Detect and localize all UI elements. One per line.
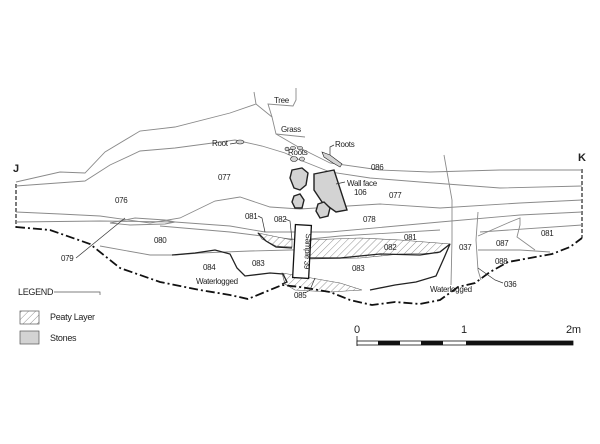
- section-end-label-k: K: [578, 152, 586, 164]
- section-end-label-j: J: [13, 163, 19, 175]
- label-grass: Grass: [281, 125, 301, 134]
- label-079: 079: [61, 254, 74, 263]
- scale-tick-2m: 2m: [566, 324, 581, 336]
- label-tree: Tree: [274, 96, 290, 105]
- sample-39-label: Sample 39: [302, 233, 313, 270]
- label-082-left: 082: [274, 215, 287, 224]
- scale-tick-1: 1: [461, 324, 467, 336]
- label-086: 086: [371, 163, 384, 172]
- label-083-right: 083: [352, 264, 365, 273]
- label-081-left: 081: [245, 212, 258, 221]
- legend: LEGEND Peaty Layer Stones: [18, 287, 101, 345]
- label-081-right: 081: [541, 229, 554, 238]
- stones: [235, 139, 348, 219]
- legend-swatch-peaty: [19, 310, 40, 325]
- label-084: 084: [203, 263, 216, 272]
- scale-tick-0: 0: [354, 324, 360, 336]
- label-077-right: 077: [389, 191, 402, 200]
- label-wall-face: Wall face: [347, 179, 378, 188]
- legend-swatch-stones: [19, 330, 40, 345]
- label-083-left: 083: [252, 259, 265, 268]
- label-088: 088: [495, 257, 508, 266]
- label-roots-left: Roots: [288, 148, 308, 157]
- label-078: 078: [363, 215, 376, 224]
- legend-label-stones: Stones: [50, 333, 77, 343]
- label-081-mid: 081: [404, 233, 417, 242]
- label-076: 076: [115, 196, 128, 205]
- label-037: 037: [459, 243, 472, 252]
- label-036: 036: [504, 280, 517, 289]
- label-080: 080: [154, 236, 167, 245]
- sample-39-box: Sample 39: [291, 223, 313, 280]
- cut-boundaries: [171, 232, 451, 291]
- label-082-mid: 082: [384, 243, 397, 252]
- label-085: 085: [294, 291, 307, 300]
- label-root: Root: [212, 139, 229, 148]
- leader-lines: [75, 142, 504, 294]
- label-077-left: 077: [218, 173, 231, 182]
- peaty-layer-082: [305, 237, 451, 260]
- label-waterlogged-left: Waterlogged: [196, 277, 238, 286]
- scale-bar: 0 1 2m: [354, 324, 581, 346]
- legend-label-peaty: Peaty Layer: [50, 312, 95, 322]
- label-roots-right: Roots: [335, 140, 355, 149]
- label-106: 106: [354, 188, 367, 197]
- peaty-layer-081: [257, 232, 293, 248]
- legend-title: LEGEND: [18, 287, 54, 297]
- label-087: 087: [496, 239, 509, 248]
- base-of-excavation-line: [15, 226, 583, 306]
- label-waterlogged-right: Waterlogged: [430, 285, 472, 294]
